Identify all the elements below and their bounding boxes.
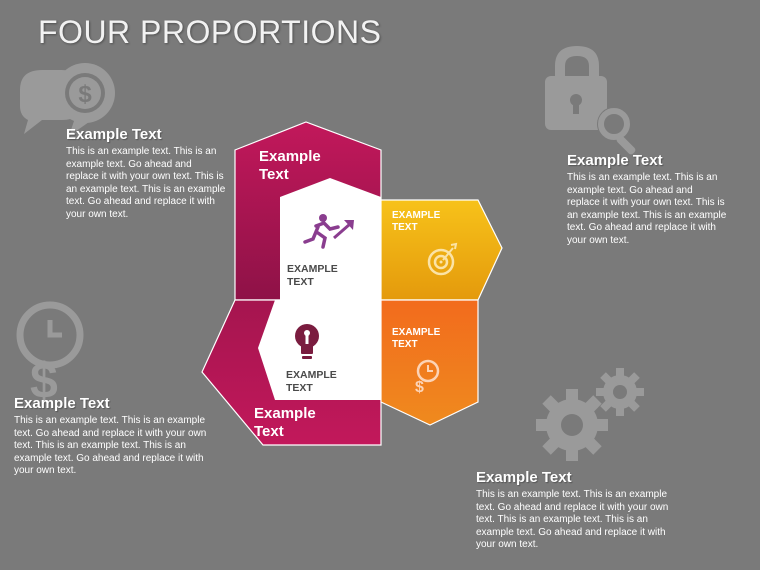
text-block-top-right: Example Text This is an example text. Th… [567, 152, 727, 248]
block-heading: Example Text [476, 469, 572, 486]
bottom-right-label-line1: EXAMPLE [392, 327, 441, 338]
bottom-left-label-line2: Text [254, 423, 284, 440]
top-right-label-line2: TEXT [392, 222, 418, 233]
top-left-label-line1: Example [259, 148, 321, 165]
text-block-top-left: Example Text This is an example text. Th… [66, 126, 226, 222]
target-icon [427, 242, 458, 276]
svg-text:$: $ [415, 379, 424, 396]
text-block-bottom-left: Example Text This is an example text. Th… [14, 395, 219, 478]
block-heading: Example Text [66, 126, 162, 143]
dollar-clock-icon: $ [16, 301, 84, 409]
runner-arrow-icon [303, 214, 354, 249]
clock-dollar-icon: $ [415, 359, 440, 396]
top-right-label-line1: EXAMPLE [392, 210, 441, 221]
bottom-left-label-line1: Example [254, 405, 316, 422]
block-heading: Example Text [14, 395, 110, 412]
gears-icon [536, 368, 644, 461]
block-body: This is an example text. This is an exam… [66, 146, 226, 220]
svg-text:$: $ [78, 81, 92, 108]
block-heading: Example Text [567, 152, 663, 169]
block-body: This is an example text. This is an exam… [14, 415, 207, 477]
text-block-bottom-right: Example Text This is an example text. Th… [476, 469, 681, 552]
inner-bottom-label-line1: EXAMPLE [286, 369, 337, 381]
page-title: FOUR PROPORTIONS [38, 14, 382, 50]
inner-top-label-line1: EXAMPLE [287, 263, 338, 275]
svg-text:$: $ [30, 353, 58, 409]
block-body: This is an example text. This is an exam… [476, 489, 669, 551]
bottom-right-segment [380, 299, 479, 426]
top-left-label-line2: Text [259, 166, 289, 183]
bottom-right-label-line2: TEXT [392, 339, 418, 350]
lightbulb-icon [295, 324, 319, 359]
inner-bottom-label-line2: TEXT [286, 382, 313, 394]
inner-top-label-line2: TEXT [287, 276, 314, 288]
inner-bottom-panel [258, 300, 381, 400]
lock-search-icon [545, 46, 636, 155]
chat-dollar-icon: $ [20, 63, 115, 136]
block-body: This is an example text. This is an exam… [567, 172, 727, 246]
inner-top-panel [280, 178, 381, 300]
